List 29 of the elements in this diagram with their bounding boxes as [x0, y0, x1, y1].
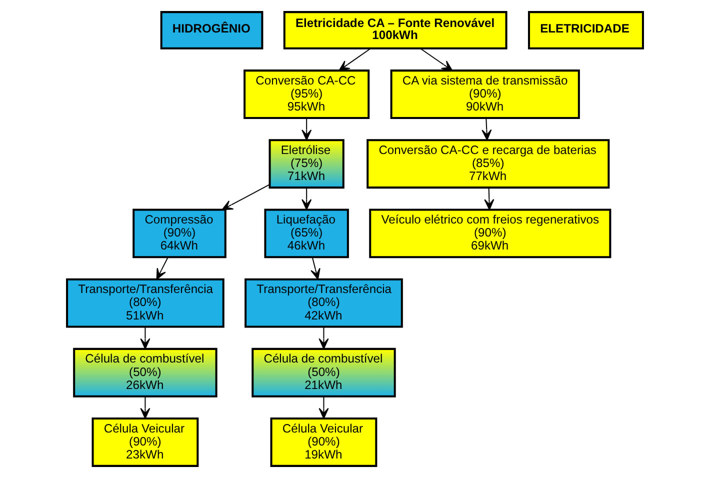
arrow: [484, 188, 494, 210]
node-box: HIDROGÊNIO: [160, 11, 263, 50]
node-box: Conversão CA-CC e recarga de baterias (85%) 77kWh: [366, 139, 610, 189]
arrow: [310, 257, 320, 280]
node-box: Célula de combustível (50%) 21kWh: [251, 348, 396, 398]
node-box: Eletricidade CA – Fonte Renovável 100kWh: [282, 11, 507, 50]
arrow: [318, 396, 328, 419]
node-box: Transporte/Transferência (80%) 42kWh: [244, 278, 402, 328]
arrow: [301, 118, 312, 140]
arrow: [140, 396, 150, 419]
node-box: Liquefação (65%) 46kWh: [264, 208, 348, 258]
arrow: [481, 118, 492, 140]
node-box: Conversão CA-CC (95%) 95kWh: [243, 70, 370, 119]
node-box: CA via sistema de transmissão (90%) 90kWh: [390, 70, 580, 119]
node-box: Compressão (90%) 64kWh: [132, 208, 226, 258]
node-box: Veículo elétrico com freios regenerativos (90%) 69kWh: [368, 208, 611, 258]
node-box: ELETRICIDADE: [527, 11, 644, 50]
arrow: [221, 184, 270, 210]
node-box: Transporte/Transferência (80%) 51kWh: [66, 278, 224, 328]
node-box: Célula de combustível (50%) 26kWh: [72, 348, 217, 398]
arrow: [301, 188, 312, 210]
arrow: [140, 326, 150, 350]
arrow: [156, 257, 168, 280]
arrow: [318, 326, 328, 350]
node-box: Célula Veicular (90%) 19kWh: [270, 418, 377, 467]
node-box: Célula Veicular (90%) 23kWh: [91, 418, 198, 467]
node-box: Eletrólise (75%) 71kWh: [268, 139, 344, 189]
arrow: [338, 48, 370, 71]
arrow: [420, 48, 452, 71]
